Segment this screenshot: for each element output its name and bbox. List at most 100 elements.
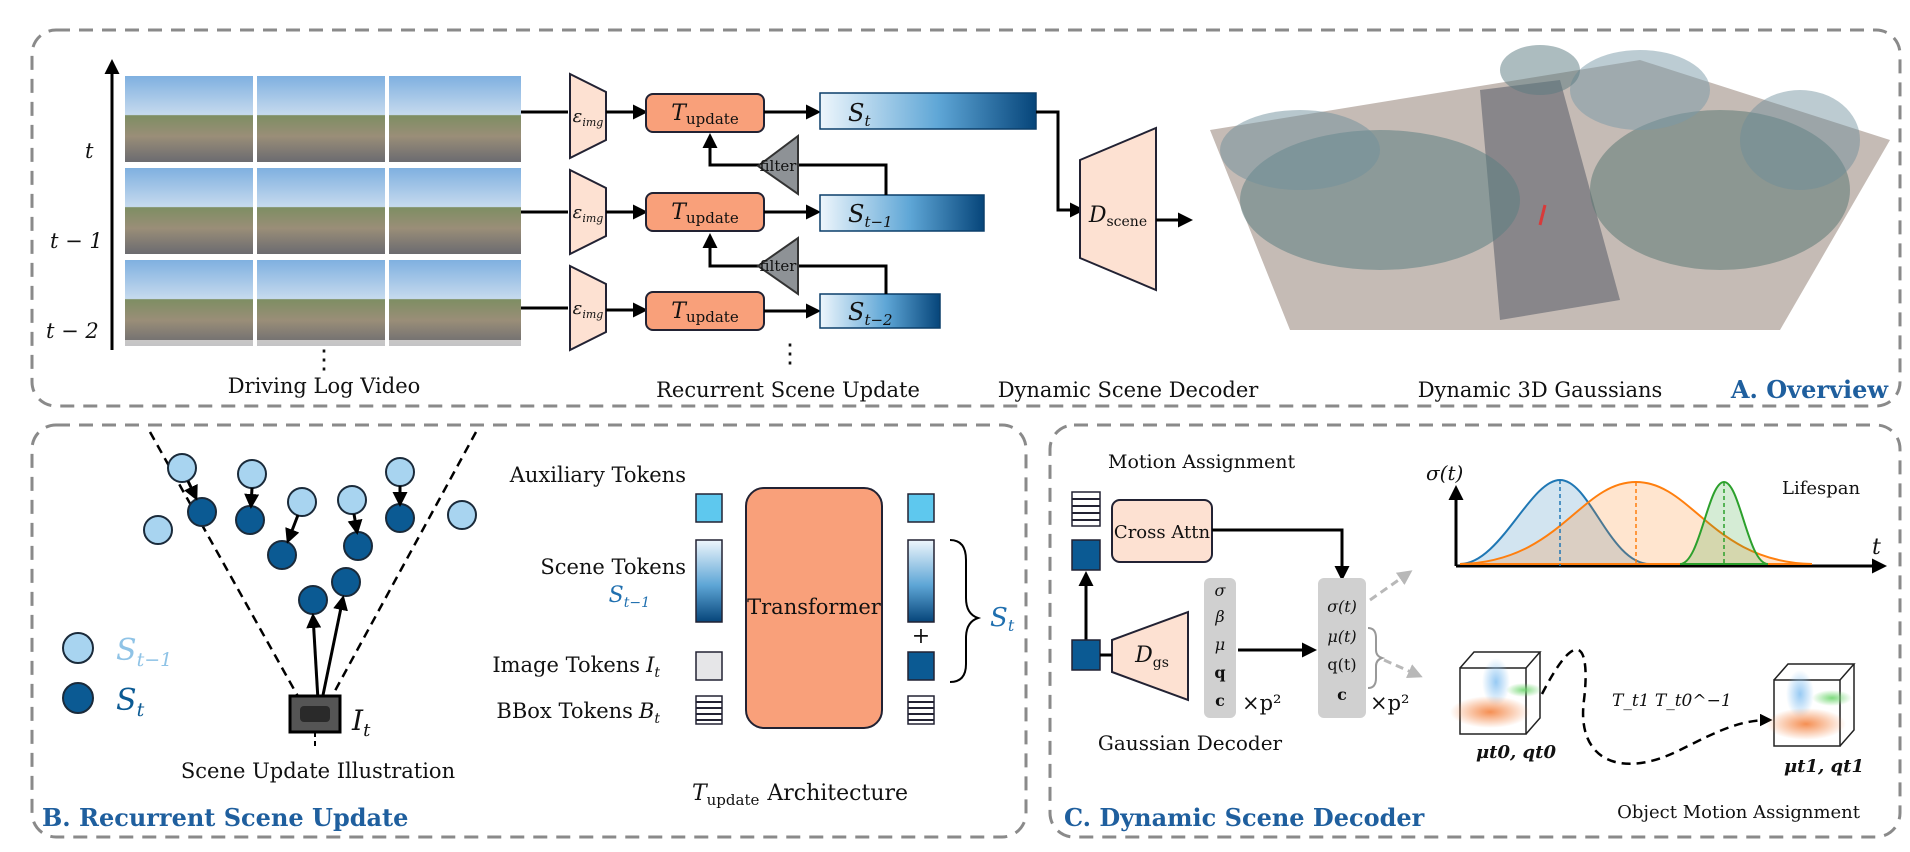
image-encoder-1: εimg [569, 72, 607, 160]
curr-token [187, 497, 217, 527]
state-bar-t-2: St−2 [819, 293, 941, 329]
svg-text:St−1: St−1 [848, 200, 893, 231]
aux-tokens-label: Auxiliary Tokens [509, 463, 686, 487]
aux-token-in [695, 493, 723, 523]
svg-text:εimg: εimg [573, 202, 604, 225]
params-right-box [1318, 578, 1366, 718]
panel-a-title: A. Overview [1730, 375, 1889, 404]
arrow-state-decoder [1036, 110, 1085, 218]
param-left-sigma: σ [1215, 581, 1227, 600]
output-sym-sub: t [1008, 616, 1015, 635]
upd1-main: T [671, 101, 688, 126]
svg-text:It: It [351, 704, 371, 741]
panel-c-title: C. Dynamic Scene Decoder [1064, 803, 1425, 832]
frame-r1-c1 [125, 76, 253, 162]
enc2-main: ε [573, 202, 583, 223]
update-block-1: Tupdate [645, 93, 765, 133]
svg-text:Tupdate: Tupdate [671, 299, 739, 326]
aux-token-out [907, 493, 935, 523]
update-token-out [907, 651, 935, 681]
legend-curr-dot [62, 682, 94, 714]
svg-text:Tupdate: Tupdate [671, 200, 739, 227]
frame-r1-c3 [389, 76, 521, 162]
frame-r3-c3 [389, 260, 521, 346]
caption-illustration: Scene Update Illustration [181, 759, 455, 783]
svg-text:St−2: St−2 [848, 298, 893, 329]
svg-text:St: St [116, 683, 145, 721]
lifespan-plot [1448, 478, 1887, 574]
params-left-box [1204, 578, 1236, 718]
svg-text:εimg: εimg [573, 106, 604, 129]
motion-path [1540, 648, 1773, 765]
state-t-sub: t [864, 112, 871, 130]
arrow-to-motion [1383, 658, 1423, 678]
state-t2-sub: t−2 [864, 311, 892, 329]
arrow-to-lifespan [1369, 570, 1413, 602]
token-motion-arrows [184, 480, 408, 701]
caption-driving-log: Driving Log Video [228, 374, 421, 398]
curr-token [235, 505, 265, 535]
gaussian-decoder-label: Gaussian Decoder [1098, 731, 1283, 755]
update-block-3: Tupdate [645, 291, 765, 331]
transform-label: T_t1 T_t0^−1 [1612, 691, 1732, 711]
motion-assignment-label: Motion Assignment [1108, 451, 1296, 473]
param-left-beta: β [1214, 607, 1224, 626]
output-sym-main: S [990, 603, 1008, 633]
caption-recurrent: Recurrent Scene Update [656, 378, 920, 402]
svg-text:St: St [848, 99, 871, 130]
param-left-mu: μ [1215, 635, 1225, 654]
filter-2-label: filter [760, 257, 798, 275]
frames-ellipsis: ⋮ [311, 345, 337, 375]
state-bar-t-1: St−1 [819, 194, 985, 232]
frame-r2-c2 [257, 168, 385, 254]
prev-token [167, 453, 197, 483]
enc3-sub: img [582, 308, 603, 321]
dec-sub: scene [1107, 214, 1148, 230]
upd1-sub: update [686, 110, 739, 128]
frame-r3-c2 [257, 260, 385, 346]
time-label-t-1: t − 1 [50, 229, 103, 253]
query-token-top [1071, 539, 1101, 571]
upd2-sub: update [686, 209, 739, 227]
time-label-t: t [85, 139, 94, 163]
scene-tokens-label: Scene Tokens [540, 555, 686, 579]
svg-text:Tupdate: Tupdate [671, 101, 739, 128]
dgs-main: D [1134, 643, 1153, 668]
bbox-token-in [695, 695, 723, 725]
image-encoder-2: εimg [569, 168, 607, 256]
image-tokens-label: Image Tokens [492, 653, 640, 677]
svg-text:Dgs: Dgs [1134, 643, 1169, 671]
svg-text:Dscene: Dscene [1088, 203, 1147, 230]
curr-token [385, 503, 415, 533]
param-left-q: q [1214, 663, 1225, 682]
time-label-t-2: t − 2 [46, 319, 99, 343]
update-ellipsis: ⋮ [777, 339, 803, 369]
panel-c-border [1048, 423, 1902, 839]
enc1-sub: img [582, 116, 603, 129]
transformer-label: Transformer [747, 595, 882, 619]
state-t-main: S [848, 99, 864, 127]
legend-prev-dot [62, 632, 94, 664]
svg-text:St: St [990, 603, 1015, 635]
image-tokens-sym-sub: t [654, 665, 660, 681]
legend-prev-sub: t−1 [137, 649, 173, 671]
dec-main: D [1088, 203, 1107, 228]
svg-text:St−1: St−1 [116, 633, 172, 671]
plus-sign: + [912, 624, 930, 649]
mu-q-t0: μt0, qt0 [1476, 742, 1556, 763]
arch-sym-main: T [692, 781, 709, 806]
image-tokens-sym-main: I [645, 653, 655, 677]
caption-decoder: Dynamic Scene Decoder [998, 378, 1260, 402]
caption-gaussians: Dynamic 3D Gaussians [1418, 378, 1663, 402]
legend-curr-sub: t [137, 699, 145, 721]
cross-attn-label: Cross Attn [1114, 522, 1211, 543]
legend-prev-main: S [116, 633, 137, 668]
transformer-block [745, 487, 883, 729]
curr-token [267, 540, 297, 570]
prev-token [337, 485, 367, 515]
arch-sym-sub: update [707, 791, 760, 809]
cube-t0 [1450, 651, 1542, 735]
